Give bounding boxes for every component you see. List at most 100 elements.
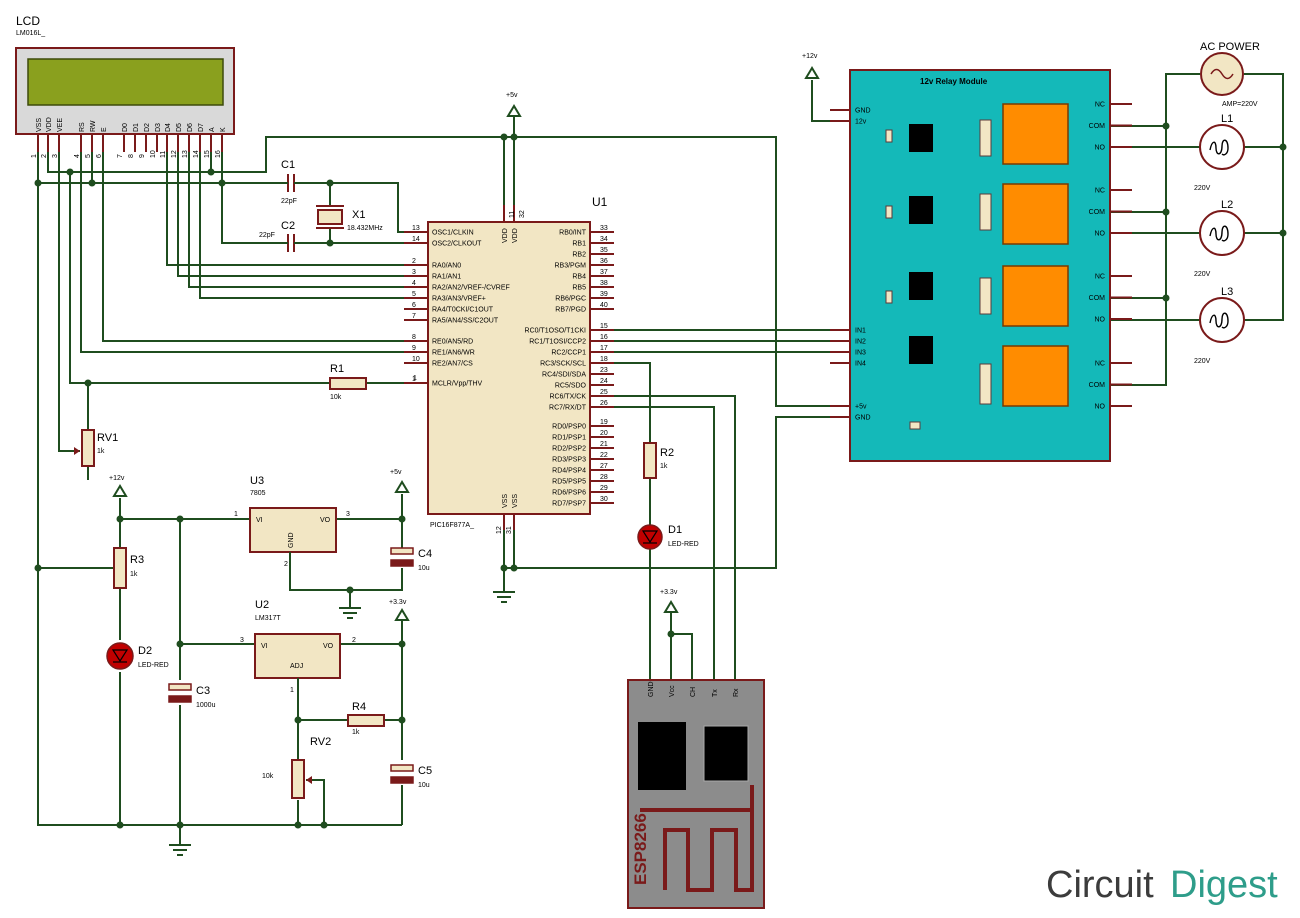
u1-right-pin-name: RC4/SDI/SDA xyxy=(542,372,586,379)
ac-power-source: AC POWER AMP=220V xyxy=(1200,41,1260,108)
u1-left-pin-name: OSC1/CLKIN xyxy=(432,230,474,237)
svg-text:+12v: +12v xyxy=(109,475,125,482)
rail-plus12-supply: +12v xyxy=(109,475,128,497)
u1-right-pin-name: RC5/SDO xyxy=(555,383,587,390)
svg-text:R3: R3 xyxy=(130,554,144,566)
svg-text:1k: 1k xyxy=(130,571,138,578)
svg-text:C5: C5 xyxy=(418,765,432,777)
svg-text:10u: 10u xyxy=(418,565,430,572)
svg-text:+5v: +5v xyxy=(506,92,518,99)
ground-symbol-c3 xyxy=(169,844,191,856)
svg-text:R2: R2 xyxy=(660,447,674,459)
lcd-pin-number: 9 xyxy=(139,154,146,158)
u1-pins: OSC1/CLKIN13OSC2/CLKOUT14RA0/AN02RA1/AN1… xyxy=(404,205,614,530)
svg-text:220V: 220V xyxy=(1194,358,1211,365)
lcd-pin-label: K xyxy=(220,127,227,132)
potentiometer-rv2: RV2 10k xyxy=(262,736,331,799)
lcd-pin-label: VDD xyxy=(46,117,53,132)
u1-right-pin-num: 38 xyxy=(600,280,608,287)
u1-right-pin-num: 23 xyxy=(600,367,608,374)
u1-right-pin-name: RD1/PSP1 xyxy=(552,435,586,442)
relay-channels xyxy=(885,103,1069,430)
u1-right-pin-num: 34 xyxy=(600,236,608,243)
u1-part: PIC16F877A_ xyxy=(430,522,474,529)
svg-text:RV2: RV2 xyxy=(310,736,331,748)
u1-right-pin-name: RC1/T1OSI/CCP2 xyxy=(529,339,586,346)
u1-left-pin-num: 5 xyxy=(412,291,416,298)
esp-label: ESP8266 xyxy=(631,813,650,885)
svg-text:1k: 1k xyxy=(97,448,105,455)
lcd-pin-number: 12 xyxy=(171,150,178,158)
svg-text:L1: L1 xyxy=(1221,113,1233,125)
u1-right-pin-num: 40 xyxy=(600,302,608,309)
lcd-pins: VSS1VDD2VEE3RS4RW5E6D07D18D29D310D411D51… xyxy=(31,117,227,158)
relay-right-pin: NO xyxy=(1095,231,1106,238)
u1-left-pin-num: 13 xyxy=(412,225,420,232)
svg-text:GND: GND xyxy=(288,532,295,548)
u1-right-pin-name: RD5/PSP5 xyxy=(552,479,586,486)
svg-text:U2: U2 xyxy=(255,599,269,611)
u1-right-pin-num: 37 xyxy=(600,269,608,276)
lcd-pin-label: D4 xyxy=(165,123,172,132)
svg-text:AC POWER: AC POWER xyxy=(1200,41,1260,53)
u1-right-pin-num: 35 xyxy=(600,247,608,254)
lcd-pin-number: 10 xyxy=(150,150,157,158)
lcd-pin-number: 4 xyxy=(74,154,81,158)
esp-pin-label: GND xyxy=(648,681,655,697)
u1-right-pin-name: RD4/PSP4 xyxy=(552,468,586,475)
u1-right-pin-name: RD7/PSP7 xyxy=(552,501,586,508)
svg-text:3: 3 xyxy=(240,637,244,644)
lcd-pin-number: 8 xyxy=(128,154,135,158)
relay-left-pin: IN4 xyxy=(855,361,866,368)
relay-right-pin: COM xyxy=(1089,209,1106,216)
svg-text:D2: D2 xyxy=(138,645,152,657)
svg-text:1000u: 1000u xyxy=(196,702,216,709)
u1-right-pin-name: RB6/PGC xyxy=(555,296,586,303)
u1-left-pin-name: RE0/AN5/RD xyxy=(432,339,473,346)
relay-right-pin: NC xyxy=(1095,361,1105,368)
u1-right-pin-num: 33 xyxy=(600,225,608,232)
capacitor-c5: C5 10u xyxy=(390,764,432,789)
u1-left-pin-num: 6 xyxy=(412,302,416,309)
relay-left-pin: IN1 xyxy=(855,328,866,335)
svg-text:VO: VO xyxy=(323,643,334,650)
u1-right-pin-name: RB2 xyxy=(572,252,586,259)
crystal-x1: X1 18.432MHz xyxy=(316,205,383,232)
svg-text:+12v: +12v xyxy=(802,53,818,60)
relay-right-pin: NC xyxy=(1095,274,1105,281)
lcd-pin-number: 1 xyxy=(31,154,38,158)
u1-right-pin-num: 16 xyxy=(600,334,608,341)
u1-right-pin-num: 18 xyxy=(600,356,608,363)
svg-text:2: 2 xyxy=(284,561,288,568)
regulator-u3: U3 7805 VI VO GND 1 3 2 xyxy=(234,475,350,568)
u1-right-pin-num: 22 xyxy=(600,452,608,459)
u1-right-pin-num: 36 xyxy=(600,258,608,265)
relay-module: 12v Relay Module GND12vIN1IN2IN3IN4+5vGN… xyxy=(830,69,1132,462)
resistor-r2: R2 1k xyxy=(643,442,674,479)
lcd-pin-number: 5 xyxy=(85,154,92,158)
lcd-part: LM016L_ xyxy=(16,30,45,37)
u1-right-pin-name: RD2/PSP2 xyxy=(552,446,586,453)
relay-right-pin: NO xyxy=(1095,145,1106,152)
u1-right-pin-name: RD6/PSP6 xyxy=(552,490,586,497)
capacitor-c1: C1 22pF xyxy=(281,159,300,205)
lcd-pin-label: D7 xyxy=(198,123,205,132)
resistor-r1: R1 10k 1 xyxy=(329,363,417,401)
svg-text:VI: VI xyxy=(256,517,263,524)
relay-right-pin: NO xyxy=(1095,404,1106,411)
u1-left-pin-num: 2 xyxy=(412,258,416,265)
relay-left-pin: +5v xyxy=(855,404,867,411)
svg-text:D1: D1 xyxy=(668,524,682,536)
lcd-pin-number: 15 xyxy=(204,150,211,158)
u1-right-pin-num: 19 xyxy=(600,419,608,426)
u1-vss-pin-b: 31 xyxy=(506,526,513,534)
u1-right-pin-num: 20 xyxy=(600,430,608,437)
svg-text:LED-RED: LED-RED xyxy=(668,541,699,548)
svg-text:1: 1 xyxy=(413,375,417,382)
u1-right-pin-num: 39 xyxy=(600,291,608,298)
u1-left-pin-name: RE1/AN6/WR xyxy=(432,350,475,357)
u1-left-pin-name: RA3/AN3/VREF+ xyxy=(432,296,486,303)
rail-plus5-top: +5v xyxy=(506,92,522,117)
svg-text:2: 2 xyxy=(352,637,356,644)
